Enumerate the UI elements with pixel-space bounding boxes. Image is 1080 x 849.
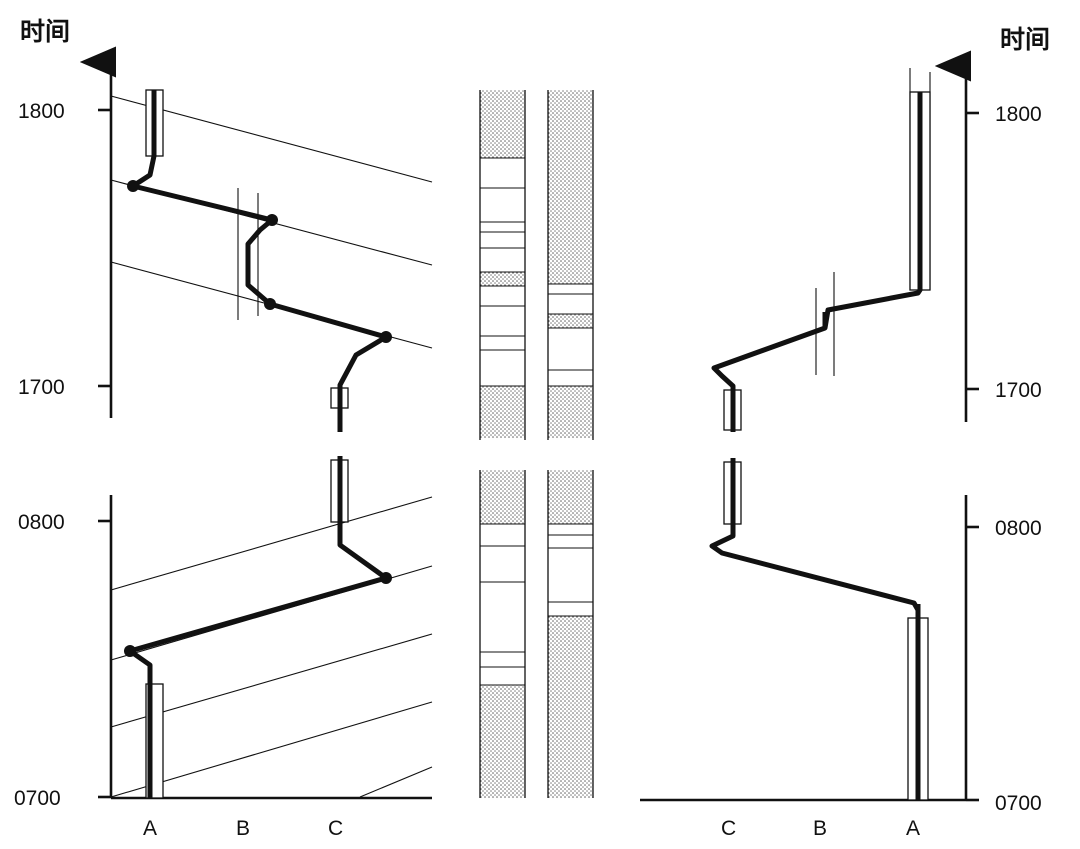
right-lower-stop-a — [907, 604, 929, 801]
right-column-label-c: C — [721, 817, 736, 840]
right-column-label-b: B — [813, 817, 827, 840]
left-upper-schedule-path — [130, 153, 389, 388]
center-strip-column-2 — [547, 90, 594, 798]
right-tick-label-0700: 0700 — [995, 792, 1042, 815]
left-tick-label-0800: 0800 — [18, 511, 65, 534]
left-lower-node — [380, 572, 392, 584]
left-column-label-a: A — [143, 817, 157, 840]
right-tick-label-1800: 1800 — [995, 103, 1042, 126]
right-column-label-a: A — [906, 817, 920, 840]
left-tick-label-1700: 1700 — [18, 376, 65, 399]
right-upper-schedule-path — [711, 287, 923, 389]
left-upper-node — [264, 298, 276, 310]
left-column-label-b: B — [236, 817, 250, 840]
left-upper-node — [266, 214, 278, 226]
right-tick-label-1700: 1700 — [995, 379, 1042, 402]
right-lower-stop-c — [723, 458, 742, 525]
left-lower-node — [124, 645, 136, 657]
left-lower-schedule-path — [127, 519, 389, 687]
right-axis-title: 时间 — [1000, 26, 1050, 54]
left-upper-node — [127, 180, 139, 192]
center-strip-column-1 — [479, 90, 526, 798]
right-lower-schedule-path — [709, 521, 921, 613]
left-upper-node — [380, 331, 392, 343]
left-upper-stop-c — [330, 385, 349, 432]
left-upper-stop-a — [145, 89, 164, 157]
left-upper-diagonal-1 — [110, 95, 433, 183]
right-upper-stop-a — [909, 68, 931, 291]
left-lower-diagonal-3 — [110, 633, 433, 728]
left-lower-stop-c — [330, 456, 349, 523]
left-axis-title: 时间 — [20, 18, 70, 46]
left-lower-diagonal-4 — [110, 701, 433, 798]
right-tick-label-0800: 0800 — [995, 517, 1042, 540]
left-lower-diagonal-5 — [359, 766, 433, 798]
left-tick-label-1800: 1800 — [18, 100, 65, 123]
left-column-label-c: C — [328, 817, 343, 840]
right-panel: 时间 1800 1700 0800 0700 — [640, 26, 1050, 840]
right-upper-stop-c — [723, 386, 742, 432]
left-lower-diagonal-1 — [110, 496, 433, 591]
left-lower-stop-a — [145, 683, 164, 799]
left-panel: 时间 1800 1700 0800 0700 — [14, 18, 433, 840]
left-tick-label-0700: 0700 — [14, 787, 61, 810]
